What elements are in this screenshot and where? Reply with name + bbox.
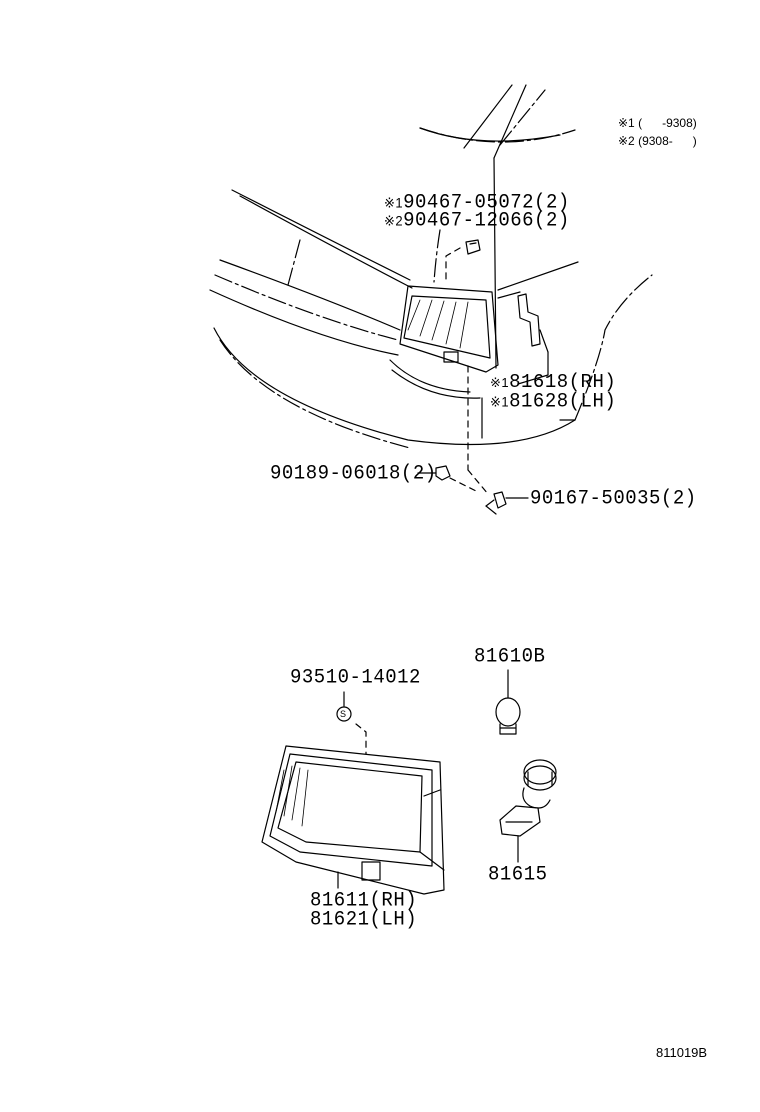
note-2-range: (9308- ) <box>638 134 697 148</box>
bulb-part <box>495 669 521 735</box>
callout-bolt[interactable]: 90167-50035(2) <box>530 488 697 509</box>
callout-socket-part: 81615 <box>488 862 548 886</box>
mounting-bracket <box>517 293 549 385</box>
clip-screw-part <box>445 239 481 283</box>
callout-bulb[interactable]: 81610B <box>474 646 545 667</box>
callout-lamp-lh[interactable]: ※181628(LH) <box>490 391 616 412</box>
note-2-mark: ※2 <box>618 134 635 148</box>
note-1-mark: ※1 <box>618 116 635 130</box>
callout-lens-rh[interactable]: 81611(RH) <box>310 890 417 911</box>
note-1: ※1 ( -9308) <box>618 116 697 130</box>
sticker-symbol: S <box>340 709 347 719</box>
callout-screw-2-mark: ※2 <box>384 212 404 229</box>
callout-lens-lh[interactable]: 81621(LH) <box>310 909 417 930</box>
installed-corner-lamp <box>399 285 499 373</box>
callout-lamp-rh[interactable]: ※181618(RH) <box>490 372 616 393</box>
callout-lamp-lh-part: 81628(LH) <box>509 389 617 413</box>
callout-lamp-rh-mark: ※1 <box>490 374 510 391</box>
callout-screw-2[interactable]: ※290467-12066(2) <box>384 208 570 232</box>
diagram-code: 811019B <box>656 1045 708 1060</box>
sticker-part <box>336 691 367 755</box>
callout-sticker-part: 93510-14012 <box>290 665 421 689</box>
callout-lamp-rh-part: 81618(RH) <box>509 370 617 394</box>
socket-part <box>499 759 557 863</box>
bolt-part <box>467 365 529 515</box>
callout-screw-1-part: 90467-05072(2) <box>403 190 570 214</box>
callout-screw-1[interactable]: ※190467-05072(2) <box>384 190 570 214</box>
callout-nut[interactable]: 90189-06018(2) <box>270 463 437 484</box>
callout-lens-lh-part: 81621(LH) <box>310 907 418 931</box>
callout-screw-2-part: 90467-12066(2) <box>403 208 570 232</box>
note-1-range: ( -9308) <box>638 116 697 130</box>
hex-nut-part <box>417 465 479 493</box>
note-2: ※2 (9308- ) <box>618 134 697 148</box>
callout-sticker[interactable]: 93510-14012 <box>290 667 421 688</box>
callout-bolt-part: 90167-50035(2) <box>530 486 697 510</box>
callout-lamp-lh-mark: ※1 <box>490 393 510 410</box>
callout-bulb-part: 81610B <box>474 644 546 668</box>
callout-socket[interactable]: 81615 <box>488 864 548 885</box>
callout-lens-rh-part: 81611(RH) <box>310 888 418 912</box>
corner-lamp-lens-assembly <box>261 745 445 895</box>
callout-nut-part: 90189-06018(2) <box>270 461 437 485</box>
callout-screw-1-mark: ※1 <box>384 194 404 211</box>
